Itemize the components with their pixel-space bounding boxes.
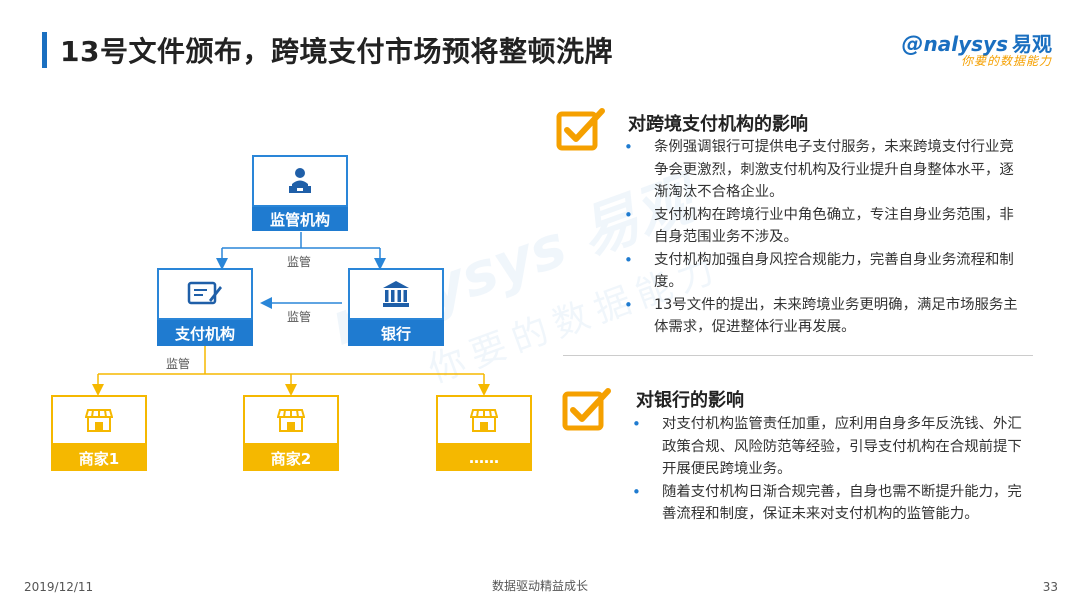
list-item: 对支付机构监管责任加重，应利用自身多年反洗钱、外汇政策合规、风险防范等经验，引导… (632, 413, 1024, 481)
footer-date: 2019/12/11 (24, 580, 94, 594)
regulator-icon (289, 168, 311, 193)
store-icon (277, 409, 305, 432)
page-title: 13号文件颁布，跨境支付市场预将整顿洗牌 (60, 35, 613, 68)
node-regulator-label: 监管机构 (252, 207, 348, 231)
section1-bullets: 条例强调银行可提供电子支付服务，未来跨境支付行业竞争会更激烈，刺激支付机构及行业… (624, 136, 1024, 339)
edge-label-payment: 监管 (166, 357, 191, 371)
node-payment-label: 支付机构 (157, 320, 253, 346)
node-merchant-3-label: …… (436, 445, 532, 471)
node-merchant-3: …… (436, 395, 532, 471)
checkbox-icon (556, 108, 605, 151)
node-merchant-2: 商家2 (243, 395, 339, 471)
section1-title: 对跨境支付机构的影响 (628, 114, 808, 135)
node-payment: 支付机构 (157, 268, 253, 346)
node-regulator: 监管机构 (252, 155, 348, 231)
store-icon (470, 409, 498, 432)
list-item: 条例强调银行可提供电子支付服务，未来跨境支付行业竞争会更激烈，刺激支付机构及行业… (624, 136, 1024, 204)
list-item: 随着支付机构日渐合规完善，自身也需不断提升能力，完善流程和制度，保证未来对支付机… (632, 481, 1024, 526)
title-accent-bar (42, 32, 47, 68)
edge-label-bank: 监管 (287, 310, 312, 324)
logo-text: nalysys (923, 32, 1008, 56)
payment-form-icon (187, 281, 222, 305)
page-number: 33 (1042, 580, 1058, 594)
node-merchant-1-label: 商家1 (51, 445, 147, 471)
node-bank-label: 银行 (348, 320, 444, 346)
diagram-connectors (92, 232, 490, 396)
list-item: 13号文件的提出，未来跨境业务更明确，满足市场服务主体需求，促进整体行业再发展。 (624, 294, 1024, 339)
footer-tagline: 数据驱动精益成长 (491, 579, 588, 593)
list-item: 支付机构在跨境行业中角色确立，专注自身业务范围，非自身范围业务不涉及。 (624, 204, 1024, 249)
checkbox-icon (562, 388, 611, 431)
store-icon (85, 409, 113, 432)
node-bank: 银行 (348, 268, 444, 346)
edge-label-regulator: 监管 (287, 255, 312, 269)
node-merchant-1: 商家1 (51, 395, 147, 471)
logo-cn-text: 易观 (1012, 32, 1052, 56)
section2-bullets: 对支付机构监管责任加重，应利用自身多年反洗钱、外汇政策合规、风险防范等经验，引导… (632, 413, 1024, 526)
list-item: 支付机构加强自身风控合规能力，完善自身业务流程和制度。 (624, 249, 1024, 294)
section2-title: 对银行的影响 (636, 390, 744, 411)
section-divider (563, 355, 1033, 356)
node-merchant-2-label: 商家2 (243, 445, 339, 471)
logo-slogan: 你要的数据能力 (960, 54, 1052, 68)
logo-a-icon: @ (901, 32, 924, 57)
bank-icon (383, 281, 409, 307)
